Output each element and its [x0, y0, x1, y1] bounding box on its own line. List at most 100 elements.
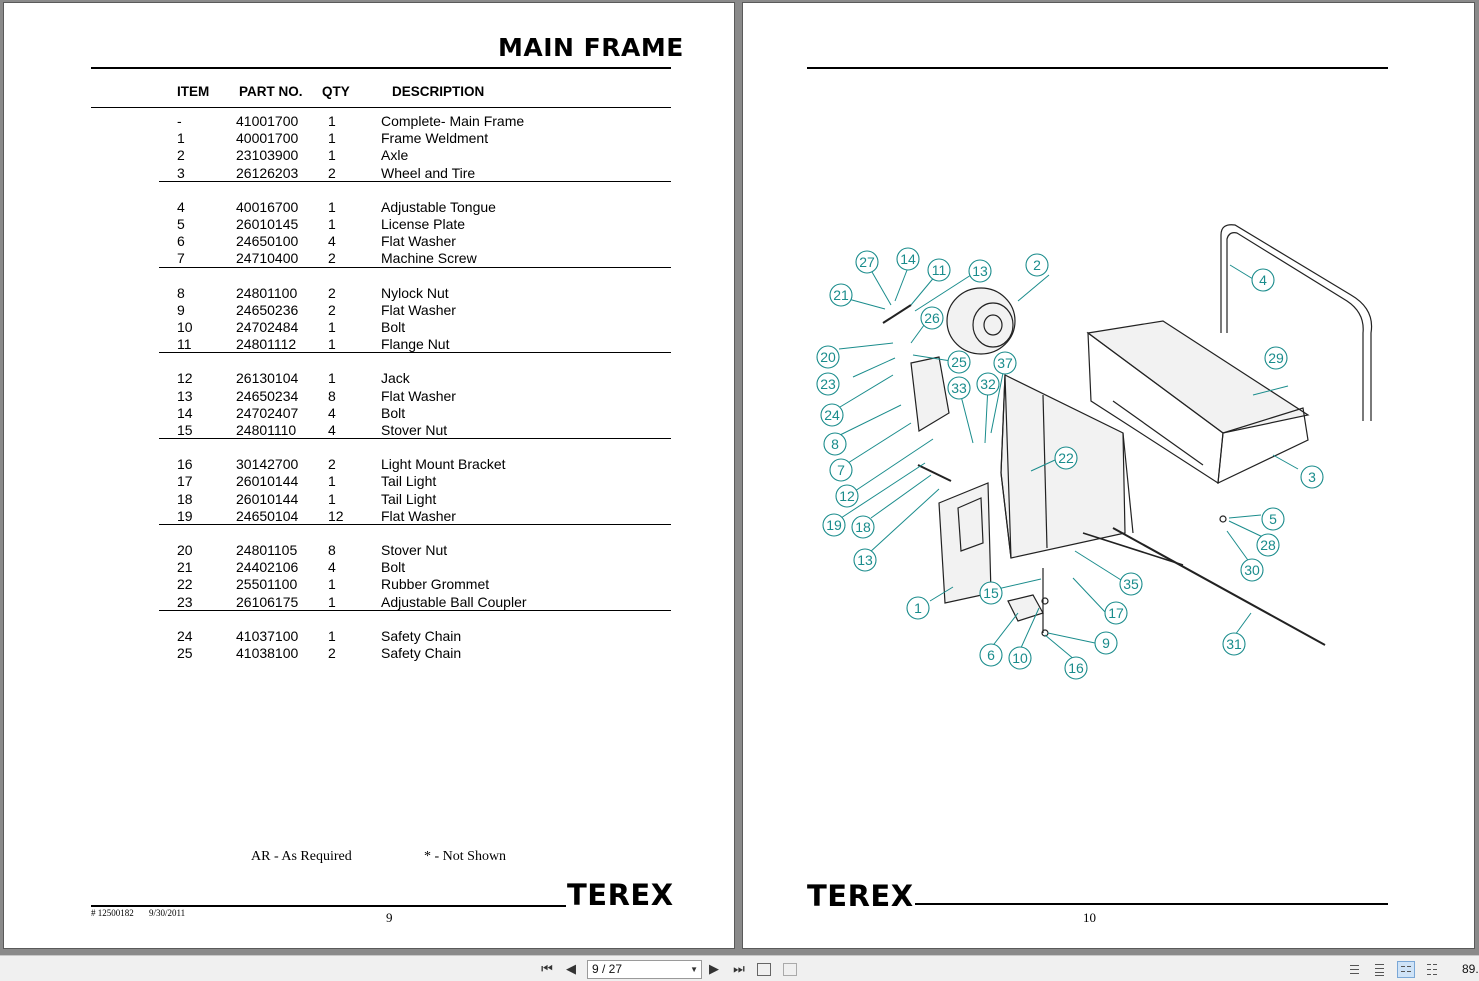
cell-description: Nylock Nut: [381, 284, 449, 301]
line-glyph: [1401, 966, 1405, 967]
callout-26: 26: [920, 306, 944, 330]
svg-text:9: 9: [1102, 635, 1110, 651]
cell-part-no: 24650236: [236, 301, 299, 318]
cell-part-no: 26010144: [236, 490, 299, 507]
two-page-view-icon[interactable]: [1397, 961, 1415, 978]
chevron-down-icon: ▼: [690, 965, 698, 974]
line-glyph: [1375, 964, 1384, 965]
terex-logo: TEREX: [807, 879, 914, 913]
line-glyph: [1375, 975, 1384, 976]
svg-text:37: 37: [997, 355, 1013, 371]
cell-description: Wheel and Tire: [381, 164, 476, 181]
page-number: 10: [1083, 910, 1096, 925]
callout-16: 16: [1064, 656, 1088, 680]
callout-14: 14: [896, 247, 920, 271]
cell-description: Flat Washer: [381, 301, 456, 318]
cell-qty: 8: [328, 387, 336, 404]
callout-5: 5: [1261, 507, 1285, 531]
callout-19: 19: [822, 513, 846, 537]
group-separator: [159, 524, 671, 525]
cell-qty: 12: [328, 507, 344, 524]
svg-text:21: 21: [833, 287, 849, 303]
cell-item: 21: [177, 559, 193, 576]
adjustable-tongue-drawing: [1220, 224, 1373, 421]
two-page-continuous-view-icon[interactable]: [1424, 961, 1442, 978]
svg-text:35: 35: [1123, 576, 1139, 592]
svg-text:15: 15: [983, 585, 999, 601]
line-glyph: [1433, 964, 1437, 965]
cell-part-no: 24650234: [236, 387, 299, 404]
svg-text:19: 19: [826, 517, 842, 533]
cell-description: Flat Washer: [381, 507, 456, 524]
cell-part-no: 41001700: [236, 113, 299, 129]
callout-29: 29: [1264, 346, 1288, 370]
cell-part-no: 24801112: [236, 336, 297, 353]
callout-4: 4: [1251, 268, 1275, 292]
cell-qty: 4: [328, 422, 336, 438]
cell-description: Adjustable Tongue: [381, 198, 496, 215]
terex-logo: TEREX: [567, 878, 674, 912]
svg-text:8: 8: [831, 436, 839, 452]
callout-15: 15: [979, 581, 1003, 605]
cell-item: 1: [177, 130, 185, 147]
callout-37: 37: [993, 351, 1017, 375]
callout-17: 17: [1104, 601, 1128, 625]
cell-item: 25: [177, 645, 193, 661]
cell-item: 8: [177, 284, 185, 301]
cell-description: Bolt: [381, 319, 406, 335]
cell-part-no: 30142700: [236, 456, 299, 473]
page-number-select[interactable]: 9 / 27 ▼: [587, 960, 702, 979]
callout-8: 8: [823, 432, 847, 456]
callout-33: 33: [947, 376, 971, 400]
cell-description: Stover Nut: [381, 542, 448, 558]
cell-description: Bolt: [381, 404, 406, 421]
cell-item: 3: [177, 164, 185, 181]
header-rule: [91, 107, 671, 108]
cell-item: 12: [177, 370, 193, 387]
single-page-view-icon[interactable]: [1346, 961, 1364, 978]
svg-text:32: 32: [980, 376, 996, 392]
go-back-icon[interactable]: [757, 963, 771, 976]
cell-description: Jack: [381, 370, 410, 387]
svg-text:5: 5: [1269, 511, 1277, 527]
previous-page-icon[interactable]: ◀: [566, 961, 576, 976]
callout-28: 28: [1256, 533, 1280, 557]
callout-10: 10: [1008, 646, 1032, 670]
first-page-icon[interactable]: ⏮: [541, 961, 553, 976]
svg-text:12: 12: [839, 488, 855, 504]
svg-text:13: 13: [972, 263, 988, 279]
last-page-icon[interactable]: ⏭: [733, 961, 745, 976]
cell-item: 9: [177, 301, 185, 318]
svg-text:27: 27: [859, 254, 875, 270]
cell-description: Axle: [381, 147, 409, 164]
cell-description: Complete- Main Frame: [381, 113, 525, 129]
svg-text:2: 2: [1033, 257, 1041, 273]
cell-qty: 1: [328, 130, 336, 147]
cell-item: 20: [177, 542, 193, 558]
next-page-icon[interactable]: ▶: [709, 961, 719, 976]
cell-item: 6: [177, 233, 185, 250]
cell-qty: 1: [328, 593, 336, 610]
go-forward-icon[interactable]: [783, 963, 797, 976]
cell-description: Flange Nut: [381, 336, 450, 353]
cell-part-no: 41037100: [236, 627, 299, 644]
footer-rule: [91, 905, 566, 907]
cell-part-no: 24650104: [236, 507, 299, 524]
cell-qty: 1: [328, 490, 336, 507]
svg-text:13: 13: [857, 552, 873, 568]
continuous-view-icon[interactable]: [1371, 961, 1389, 978]
cell-item: 10: [177, 319, 193, 335]
not-shown-note: * - Not Shown: [424, 849, 507, 864]
svg-text:1: 1: [914, 600, 922, 616]
cell-description: Rubber Grommet: [381, 576, 490, 593]
zoom-level[interactable]: 89.: [1462, 962, 1479, 976]
page-number: 9: [386, 910, 393, 925]
cell-description: Flat Washer: [381, 233, 456, 250]
footer-rule: [915, 903, 1388, 905]
cell-description: Safety Chain: [381, 645, 462, 661]
cell-item: 15: [177, 422, 193, 438]
callout-7: 7: [829, 458, 853, 482]
cell-part-no: 40001700: [236, 130, 299, 147]
cell-qty: 4: [328, 404, 336, 421]
svg-text:22: 22: [1058, 450, 1074, 466]
